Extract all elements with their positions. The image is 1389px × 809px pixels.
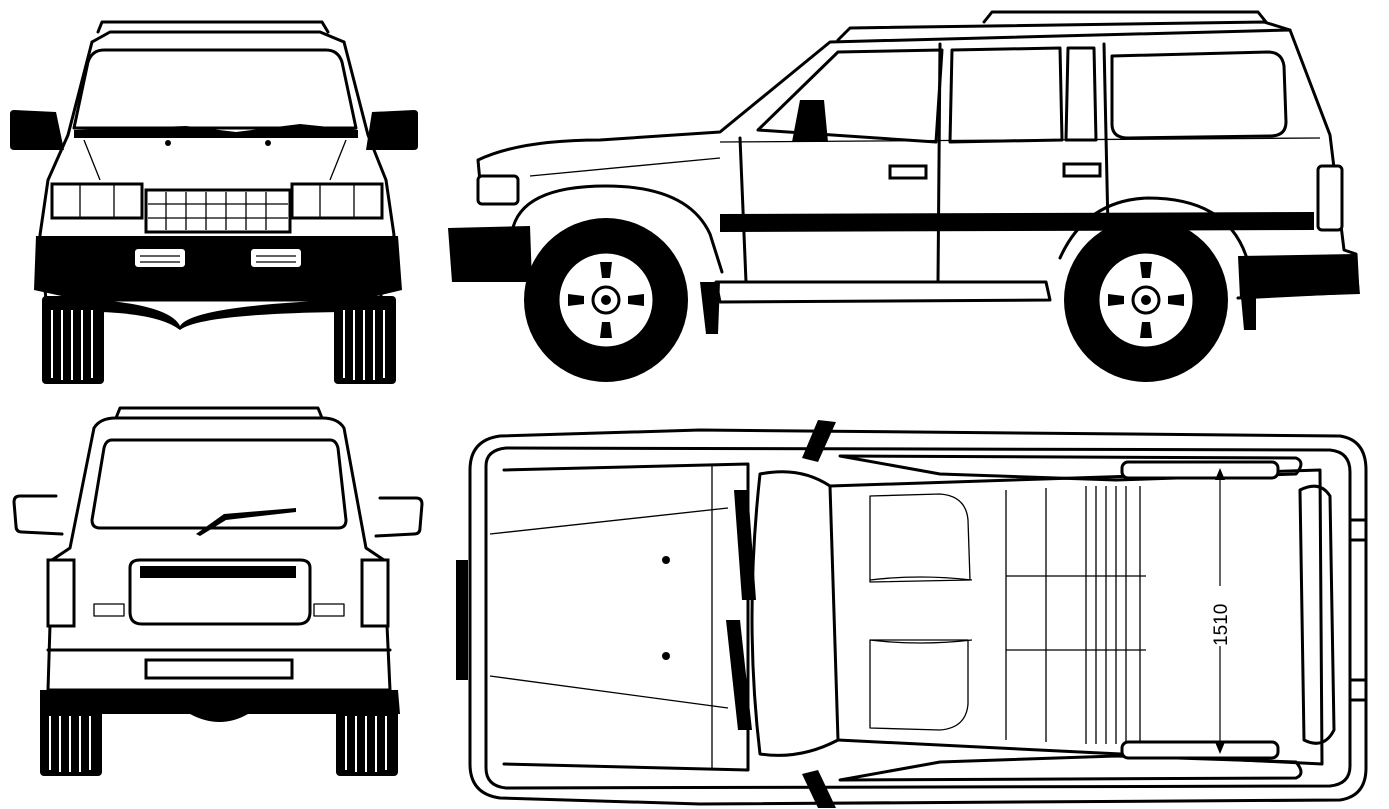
front-view: [10, 20, 418, 384]
top-view: 1510: [456, 420, 1368, 808]
width-dimension-label: 1510: [1211, 604, 1232, 646]
rear-view: [12, 406, 424, 776]
side-view: [448, 10, 1360, 382]
